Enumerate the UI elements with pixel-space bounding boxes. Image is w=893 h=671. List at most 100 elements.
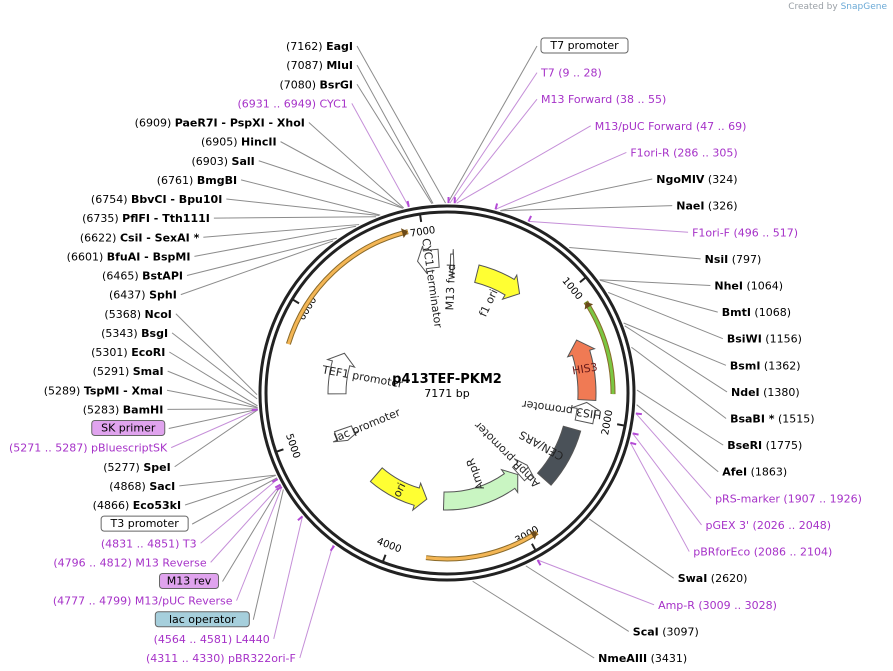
- box-text-lac-operator: lac operator: [169, 613, 236, 626]
- feature-ampr-promoter: [511, 458, 535, 482]
- leader-5271-5287-pbluescriptsk: [170, 409, 258, 449]
- leader-bbvci-bpu10i: [226, 198, 380, 217]
- leader-bfuai-bspmi: [194, 225, 357, 257]
- tick-label-2000: 2000: [600, 409, 615, 436]
- leader-paer7i-pspxi-xhoi: [308, 122, 405, 209]
- site-naei: NaeI (326): [676, 200, 737, 213]
- leader-bmgbi: [240, 179, 381, 216]
- box-text-sk-primer: SK primer: [101, 422, 156, 435]
- site-hincii: (6905) HincII: [201, 136, 277, 149]
- feature-text-pbrforeco-2086-2104: pBRforEco (2086 .. 2104): [693, 546, 832, 559]
- feature-label-his3-promoter: HIS3 promoter: [521, 397, 603, 421]
- leader-naei: [500, 205, 673, 212]
- amp-arc-head: [529, 531, 538, 540]
- primer-tick-8: [329, 545, 335, 552]
- header-credit: Created by SnapGene: [788, 2, 887, 12]
- feature-label-f1-ori: f1 ori: [477, 287, 501, 318]
- leader-spei: [174, 409, 259, 468]
- plasmid-name: p413TEF-PKM2: [392, 372, 502, 387]
- leader-ngomiv: [500, 178, 653, 212]
- leader-scai: [525, 565, 630, 632]
- primer-tick-9: [297, 515, 304, 521]
- leader-6931-6949-cyc1: [351, 103, 410, 208]
- leader-t7-promoter: [447, 45, 538, 204]
- pkm2-arc-head: [400, 228, 408, 238]
- leader-lines: [166, 45, 728, 659]
- leader-tspmi-xmai: [166, 389, 258, 409]
- feature-cyc1-terminator: [416, 245, 440, 274]
- tick-3000: [531, 543, 537, 552]
- leader-amp-r-3009-3028: [537, 559, 655, 606]
- tick-label-7000: 7000: [409, 225, 436, 240]
- site-swai: SwaI (2620): [678, 572, 748, 585]
- tick-label-5000: 5000: [283, 432, 302, 460]
- site-bsrgi: (7080) BsrGI: [279, 78, 353, 91]
- leader-m13-forward-38-55: [454, 98, 538, 204]
- leader-swai: [588, 518, 674, 579]
- feature-text-amp-r-3009-3028: Amp-R (3009 .. 3028): [658, 599, 777, 612]
- leader-t7-9-28: [449, 72, 538, 204]
- leader-bmti: [599, 279, 718, 313]
- site-bamhi: (5283) BamHI: [83, 403, 164, 416]
- box-t7-promoter: [540, 37, 629, 54]
- feature-text-pgex-3-2026-2048: pGEX 3' (2026 .. 2048): [706, 519, 832, 532]
- plasmid-size: 7171 bp: [424, 387, 469, 400]
- backbone-outer-circle: [258, 204, 636, 582]
- leader-lac-operator: [252, 489, 284, 620]
- site-ndei: NdeI (1380): [731, 386, 800, 399]
- site-bmti: BmtI (1068): [722, 306, 791, 319]
- primer-tick-7: [536, 559, 542, 566]
- site-bmgbi: (6761) BmgBI: [157, 174, 237, 187]
- site-bfuai-bspmi: (6601) BfuAI - BspMI: [67, 250, 191, 263]
- leader-pgex-3-2026-2048: [632, 433, 702, 526]
- site-bsabi: BsaBI * (1515): [730, 413, 815, 426]
- leader-4564-4581-l4440: [273, 516, 303, 639]
- site-bsgi: (5343) BsgI: [101, 327, 168, 340]
- leader-sphi: [180, 240, 334, 296]
- feature-label-ampr: AmpR: [464, 456, 487, 492]
- site-smai: (5291) SmaI: [93, 365, 164, 378]
- leader-m13-rev: [222, 484, 282, 582]
- leader-ndei: [624, 325, 728, 393]
- site-eagi: (7162) EagI: [286, 40, 353, 53]
- feature-label-cyc1-terminator: CYC1 terminator: [419, 237, 445, 329]
- primer-tick-13: [251, 408, 258, 412]
- site-eco53ki: (4866) Eco53kI: [93, 499, 181, 512]
- leader-t3-promoter: [191, 477, 278, 525]
- tick-2000: [616, 423, 626, 427]
- leader-bsgi: [171, 332, 258, 400]
- site-nhei: NheI (1064): [714, 279, 783, 292]
- tick-4000: [381, 554, 387, 563]
- leader-4796-4812-m13-reverse: [210, 484, 281, 563]
- box-sk-primer: [91, 420, 166, 436]
- leader-4831-4851-t3: [200, 478, 278, 544]
- site-mlui: (7087) MluI: [286, 59, 353, 72]
- primer-ticks: [251, 196, 642, 566]
- site-spei: (5277) SpeI: [103, 461, 170, 474]
- site-sali: (6903) SalI: [191, 155, 254, 168]
- leader-4777-4799-m13-puc-reverse: [236, 486, 283, 601]
- leader-f1ori-f-496-517: [528, 220, 689, 233]
- primer-tick-10: [276, 486, 283, 491]
- box-text-m13-rev: M13 rev: [167, 575, 212, 588]
- leader-f1ori-r-286-305: [495, 151, 627, 210]
- leader-bsrgi: [356, 83, 433, 204]
- tick-1000: [579, 276, 587, 284]
- primer-tick-12: [271, 478, 279, 483]
- feature-text-4777-4799-m13-puc-reverse: (4777 .. 4799) M13/pUC Reverse: [53, 595, 233, 608]
- feature-his3-promoter: [571, 401, 601, 425]
- primer-tick-14: [406, 200, 410, 208]
- site-tspmi-xmai: (5289) TspMI - XmaI: [44, 384, 163, 397]
- pkm2-arc-outline: [285, 229, 409, 345]
- feature-text-5271-5287-pbluescriptsk: (5271 .. 5287) pBluescriptSK: [9, 442, 168, 455]
- tick-label-4000: 4000: [375, 536, 403, 555]
- site-bbvci-bpu10i: (6754) BbvCI - Bpu10I: [91, 193, 222, 206]
- leader-saci: [179, 474, 276, 487]
- feature-cen-ars: [536, 425, 582, 486]
- leader-sk-primer: [168, 408, 258, 429]
- site-sphi: (6437) SphI: [109, 289, 177, 302]
- feature-label-lac-promoter: lac promoter: [332, 406, 403, 445]
- leader-bsabi: [631, 346, 727, 419]
- leader-nsii: [569, 246, 701, 260]
- box-text-t3-promoter: T3 promoter: [110, 517, 180, 530]
